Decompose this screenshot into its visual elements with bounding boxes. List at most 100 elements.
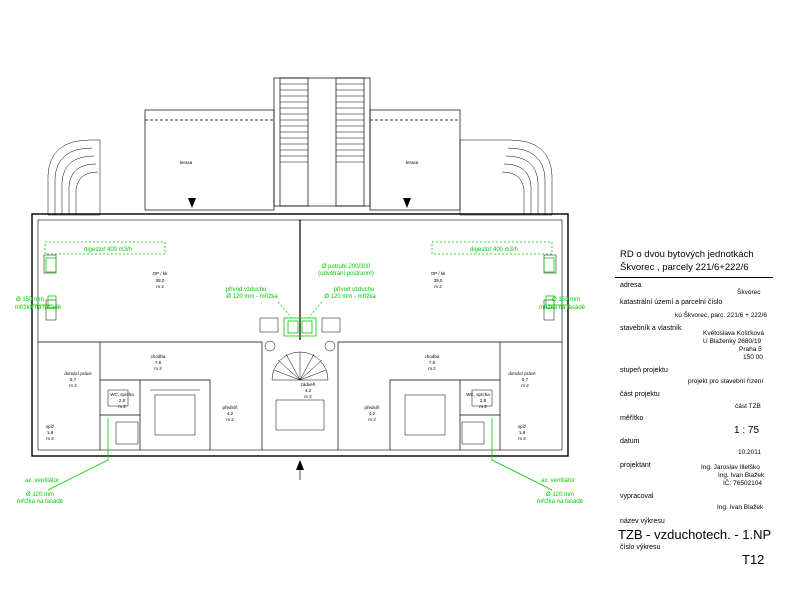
room-living-right-area: 39,0 — [434, 278, 443, 283]
fan-left-leader — [47, 418, 109, 491]
title-block: RD o dvou bytových jednotkách Škvorec , … — [615, 240, 800, 600]
room-wc-left: WC, sprcha — [110, 392, 134, 397]
drawing-name-value: TZB - vzduchotech. - 1.NP — [618, 527, 772, 542]
builder-value-4: 150 00 — [743, 354, 763, 361]
annot-supply-left-2: Ø 120 mm - mřížka — [226, 294, 278, 300]
grille-right-mark — [545, 295, 570, 309]
annot-fan-left-3: mřížka na fasádě — [17, 499, 64, 505]
room-wc-right-unit: m 2 — [479, 404, 487, 409]
supply-air-lines — [277, 301, 323, 319]
room-hall-left-unit: m 2 — [154, 366, 162, 371]
room-lobby-unit: m 2 — [304, 394, 312, 399]
annot-hood-left: digestoř 400 m3/h — [84, 247, 132, 253]
designer-value-1: Ing. Jaroslav Illetško — [701, 464, 760, 471]
annot-supply-right-1: přívod vzduchu — [334, 287, 375, 293]
builder-label: stavebník a vlastník — [620, 325, 682, 332]
room-pantry-left-unit: m 2 — [46, 436, 54, 441]
annot-fan-right-1: ax. ventilátor — [541, 478, 575, 484]
room-wc-left-unit: m 2 — [118, 404, 126, 409]
annot-fan-left-2: Ø 120 mm — [26, 492, 54, 498]
room-living-right: OP / kk — [431, 271, 446, 276]
annot-grille-left-2: mřížka na fasádě — [15, 305, 62, 311]
designer-value-3: IČ: 76502104 — [723, 480, 763, 487]
author-value: Ing. Ivan Blažek — [717, 504, 764, 511]
room-pantry-right: spíž — [518, 424, 527, 429]
room-hall-right: chodba — [425, 354, 440, 359]
date-value: 10.2011 — [738, 449, 762, 456]
annot-grille-left-1: Ø 150 mm — [16, 297, 44, 303]
entrance-arrow-right — [403, 198, 411, 208]
room-pantry-right-area: 1,8 — [519, 430, 526, 435]
building-walls — [31, 213, 569, 457]
cadastre-value: kú Škvorec, parc. 221/6 + 222/6 — [675, 312, 767, 319]
central-staircase — [273, 77, 371, 207]
address-label: adresa — [620, 282, 642, 289]
annot-grille-right-2: mřížka na fasádě — [539, 305, 586, 311]
room-hall-right-unit: m 2 — [428, 366, 436, 371]
room-terrace-left: terasa — [180, 160, 193, 165]
room-utility-left-unit: m 2 — [69, 383, 77, 388]
room-utility-left: domácí práce — [64, 371, 92, 376]
author-label: vypracoval — [620, 493, 654, 500]
room-hall-right-area: 7,6 — [429, 360, 436, 365]
room-lobby: zádveří — [301, 382, 317, 387]
room-hall-left-area: 7,6 — [155, 360, 162, 365]
drawing-number-value: T12 — [742, 552, 765, 567]
room-living-left-unit: m 2 — [156, 284, 164, 289]
fan-right-leader — [491, 418, 553, 491]
room-utility-right: domácí práce — [508, 371, 536, 376]
room-hall2-right-area: 4,2 — [369, 411, 376, 416]
annot-hood-right: digestoř 400 m3/h — [470, 247, 518, 253]
drawing-number-label: číslo výkresu — [620, 544, 661, 551]
scale-value: 1 : 75 — [734, 425, 760, 436]
room-hall2-right: předsíň — [364, 405, 380, 410]
central-duct — [283, 317, 317, 337]
annot-grille-right-1: Ø 150 mm — [552, 297, 580, 303]
curved-steps-left — [47, 139, 101, 216]
room-utility-right-area: 5,7 — [522, 377, 529, 382]
room-pantry-left: spíž — [46, 424, 55, 429]
annot-duct-center-2: (odvětrání postranní) — [318, 271, 374, 277]
annot-supply-right-2: Ø 120 mm - mřížka — [324, 294, 376, 300]
room-lobby-area: 4,2 — [305, 388, 312, 393]
hood-right-box — [431, 241, 555, 273]
room-living-right-unit: m 2 — [434, 284, 442, 289]
project-title-line-2: Škvorec , parcely 221/6+222/6 — [620, 262, 749, 273]
room-living-left-area: 38,0 — [156, 278, 165, 283]
room-pantry-right-unit: m 2 — [518, 436, 526, 441]
room-hall2-left-unit: m 2 — [226, 417, 234, 422]
grille-left-mark — [30, 295, 57, 309]
room-utility-left-area: 5,7 — [70, 377, 77, 382]
designer-value-2: Ing. Ivan Blažek — [718, 472, 765, 479]
title-separator — [615, 277, 773, 278]
room-hall2-right-unit: m 2 — [368, 417, 376, 422]
stage-value: projekt pro stavební řízení — [688, 378, 764, 385]
date-label: datum — [620, 438, 640, 445]
cadastre-label: katastrální území a parcelní číslo — [620, 299, 723, 306]
drawing-name-label: název výkresu — [620, 518, 665, 525]
room-wc-left-area: 2,8 — [119, 398, 126, 403]
room-hall2-left-area: 4,2 — [227, 411, 234, 416]
room-hall-left: chodba — [151, 354, 166, 359]
curved-steps-right — [459, 139, 553, 216]
entrance-arrow-bottom — [296, 460, 304, 470]
annot-duct-center-1: Ø potrubí 200/300 — [322, 264, 371, 270]
room-living-left: OP / kk — [153, 271, 168, 276]
room-wc-right-area: 2,8 — [480, 398, 487, 403]
builder-value-3: Praha 5 — [739, 346, 762, 353]
stage-label: stupeň projektu — [620, 367, 668, 374]
room-terrace-right: terasa — [406, 160, 419, 165]
hood-left-box — [44, 241, 166, 273]
annot-fan-right-3: mřížka na fasádě — [537, 499, 584, 505]
address-value: Škvorec — [737, 289, 761, 296]
part-label: část projektu — [620, 391, 660, 398]
room-pantry-left-area: 1,8 — [47, 430, 54, 435]
designer-label: projektant — [620, 462, 651, 469]
project-title-line-1: RD o dvou bytových jednotkách — [620, 249, 754, 260]
builder-value-2: U Blaženky 2680/19 — [703, 338, 762, 345]
builder-value-1: Květoslava Košťková — [703, 330, 764, 337]
entrance-arrow-left — [188, 198, 196, 208]
part-value: část TZB — [735, 403, 761, 410]
terrace-left — [144, 109, 275, 211]
